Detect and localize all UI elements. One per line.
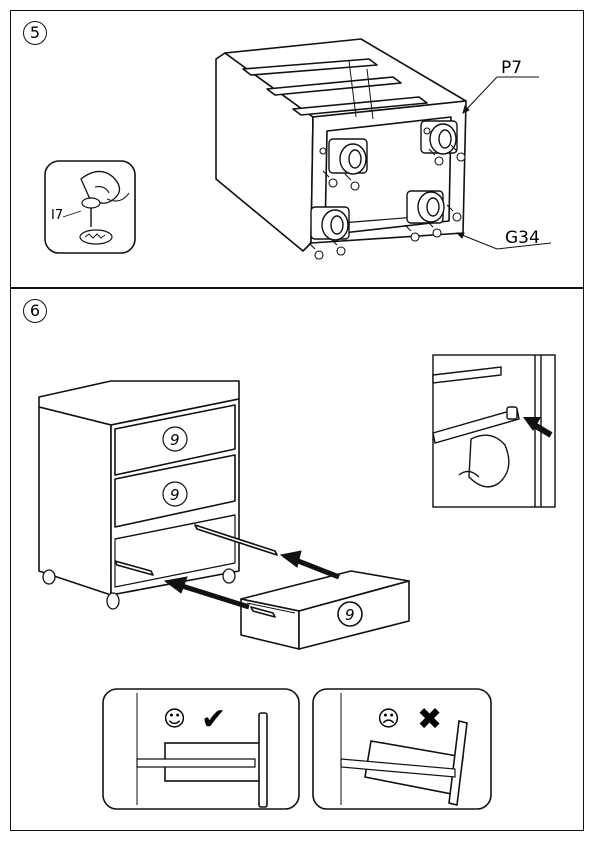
cabinet-casters <box>42 568 236 610</box>
part-label-p7: P7 <box>501 58 522 78</box>
push-arrow-head <box>523 417 541 431</box>
step-5-panel: 5 I7 <box>10 10 584 288</box>
incorrect-check-box <box>312 688 492 810</box>
cross-mark-icon: ✖ <box>417 702 442 737</box>
step-6-illustration: 9 9 9 <box>38 354 556 810</box>
part-label-g34: G34 <box>505 228 540 248</box>
step-5-illustration: I7 <box>44 38 552 260</box>
drawer-mark-loose: 9 <box>345 606 355 624</box>
step-number: 6 <box>23 299 47 323</box>
drawer-mark-top: 9 <box>170 431 180 449</box>
good-face-icon: ☺ <box>163 707 186 732</box>
cabinet <box>38 380 278 596</box>
insert-arrows <box>163 550 340 610</box>
loose-drawer <box>240 570 410 650</box>
drawer-mark-middle: 9 <box>170 486 180 504</box>
rail-release-inset <box>432 354 556 508</box>
drawer-marks <box>162 426 188 507</box>
screws <box>308 127 466 260</box>
wheel-press-inset <box>44 160 136 254</box>
step-6-panel: 6 9 9 <box>10 288 584 831</box>
step-number: 5 <box>23 21 47 45</box>
bad-face-icon: ☹ <box>377 707 400 732</box>
casters <box>310 120 458 241</box>
correct-check-box <box>102 688 300 810</box>
part-label-i7: I7 <box>51 208 63 223</box>
part-callouts <box>455 76 552 250</box>
check-mark-icon: ✔ <box>201 702 226 737</box>
